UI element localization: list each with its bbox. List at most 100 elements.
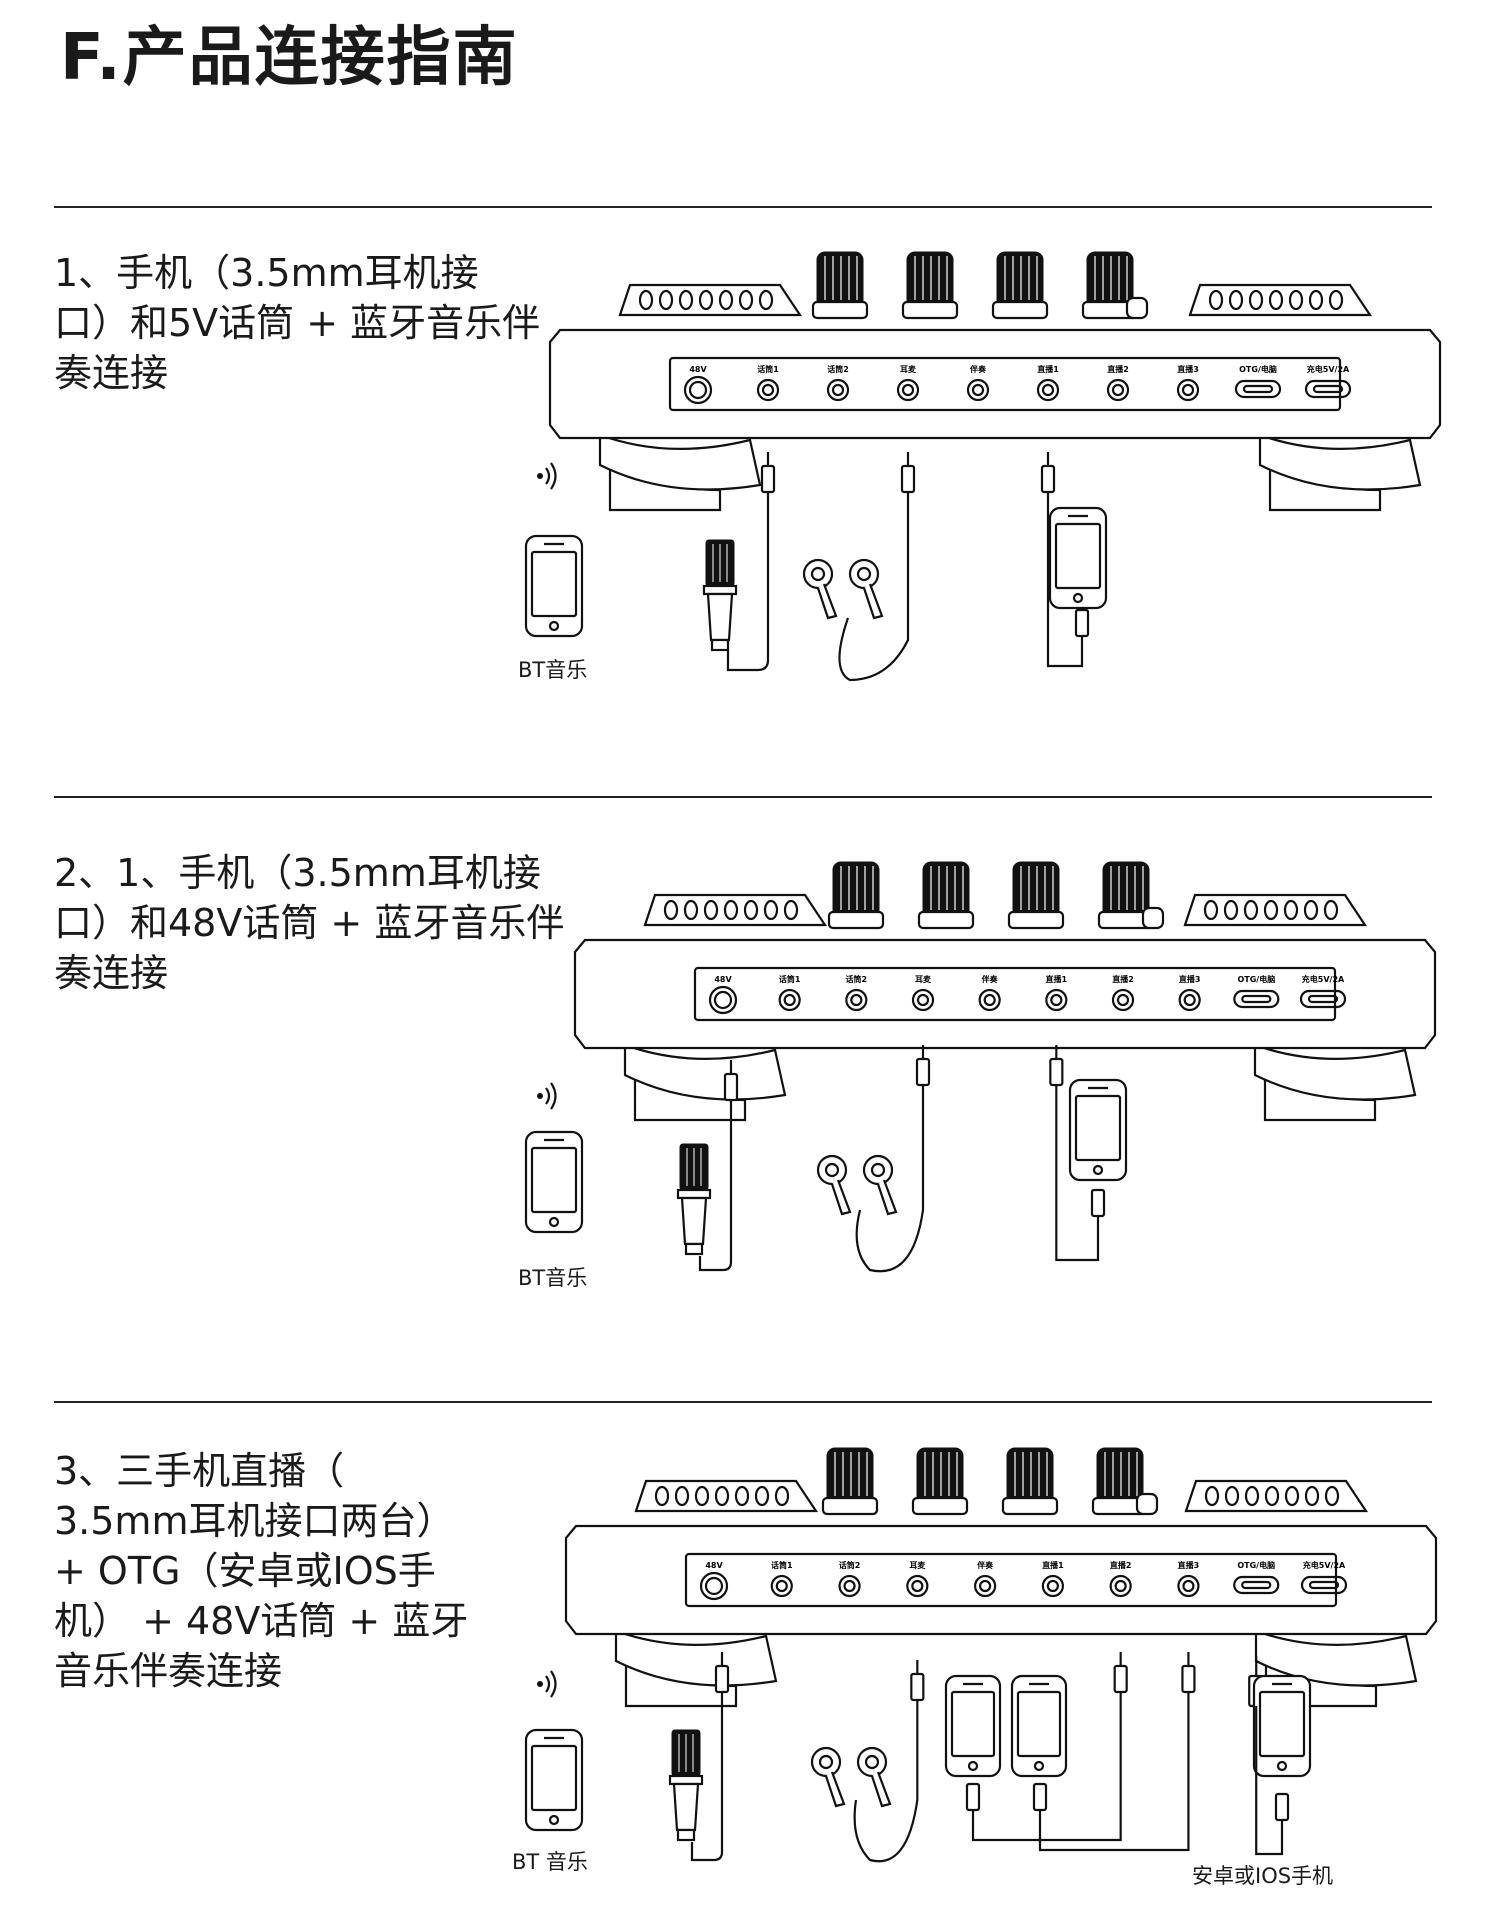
phone-body [1048,506,1108,610]
port-label: 话筒1 [771,1560,793,1570]
plug-body [1113,1664,1128,1694]
earbud-inner [824,1162,840,1178]
grill-hole [1264,1485,1280,1507]
mixer-foot [598,433,762,491]
port-label: 充电5V/2A [1307,364,1350,374]
grill-hole [678,289,694,311]
section-2-description: 2、1、手机（3.5mm耳机接 口）和48V话筒 + 蓝牙音乐伴 奏连接 [54,851,565,995]
jack-port [966,378,990,402]
port-label: 充电5V/2A [1302,974,1345,984]
phone-icon [1048,506,1108,610]
mic-body [672,1782,700,1832]
phone-home-button [1033,1760,1045,1772]
phone-icon [1010,1674,1068,1778]
signal-dot [537,1093,543,1099]
port-label: 直播3 [1177,364,1199,374]
bluetooth-signal-icon [537,1670,557,1698]
earphones [802,558,884,620]
mic-cable [698,1100,733,1272]
earbud [848,558,880,590]
grill-hole [698,289,714,311]
small-knob [1135,1492,1159,1516]
audio-plug [760,452,776,494]
audio-plug [915,1045,931,1087]
page-title: F.产品连接指南 [60,21,519,95]
jack-port [1178,988,1201,1012]
port-label: 伴奏 [969,364,987,374]
mixer-foot [623,1043,787,1101]
earbud-stem [816,583,838,620]
port-label: OTG/电脑 [1237,974,1275,984]
usb-port [1233,1575,1280,1595]
earphones [816,1154,898,1216]
jack-port [1109,1574,1132,1598]
signal-dot [537,1681,543,1687]
phone-body [524,1130,584,1234]
knob-base [821,1496,879,1516]
earbud-stem [830,1179,852,1216]
knob-base [811,300,869,320]
plug-body [1074,608,1090,638]
jack-port [778,988,801,1012]
phone-home-button [548,1814,560,1826]
jack-port-inner [1111,383,1125,397]
condenser-mic [676,1143,712,1256]
port-label: 话筒1 [757,364,779,374]
knob-base [1007,910,1065,930]
jack-port-inner [1181,383,1195,397]
phone-home-button [1072,592,1084,604]
section-3-bt-caption: BT 音乐 [512,1850,588,1874]
small-knob [1125,296,1149,320]
phone-home-button [967,1760,979,1772]
port-label: 伴奏 [981,974,999,984]
phone-body [524,1728,584,1832]
grill-hole [1288,289,1304,311]
grill-hole [783,899,799,921]
mic-body [680,1196,708,1246]
grill-hole [1323,899,1339,921]
grill-hole [1263,899,1279,921]
port-label: 直播1 [1037,364,1059,374]
grill-hole [714,1485,730,1507]
port-label: 直播2 [1110,1560,1132,1570]
grill-hole [674,1485,690,1507]
audio-plug [1040,452,1056,494]
section-3-phone-caption: 安卓或IOS手机 [1192,1864,1334,1888]
usb-port-inner [1241,994,1272,1004]
grill-hole [1248,289,1264,311]
jack-port-inner [979,1579,992,1593]
jack-port-inner [1183,993,1196,1007]
knob-base [917,910,975,930]
phone-cable [1055,1085,1100,1262]
mic-ring [668,1774,704,1786]
audio-plug [1113,1652,1128,1694]
plug-body [910,1672,925,1702]
phone-body [524,534,584,638]
divider [54,206,1432,208]
earbud-stem [862,583,884,620]
phone-icon [524,1130,584,1234]
audio-plug [1074,608,1090,650]
jack-port-inner [1046,1579,1059,1593]
xlr-port [683,375,713,405]
jack-port-inner [783,993,796,1007]
usb-port-inner [1312,384,1344,394]
knob-base [901,300,959,320]
jack-port [838,1574,861,1598]
jack-port-inner [1041,383,1055,397]
grill-hole [638,289,654,311]
grill-hole [1223,899,1239,921]
jack-port-inner [850,993,863,1007]
signal-wave [550,462,557,490]
mixer-foot [1253,1043,1417,1101]
port-label: 话筒2 [846,974,868,984]
usb-port-inner [1307,994,1339,1004]
jack-port-inner [1050,993,1063,1007]
plug-body [1181,1664,1196,1694]
signal-wave [550,1082,557,1110]
earbud-inner [818,1754,834,1770]
audio-plug [1032,1782,1048,1824]
